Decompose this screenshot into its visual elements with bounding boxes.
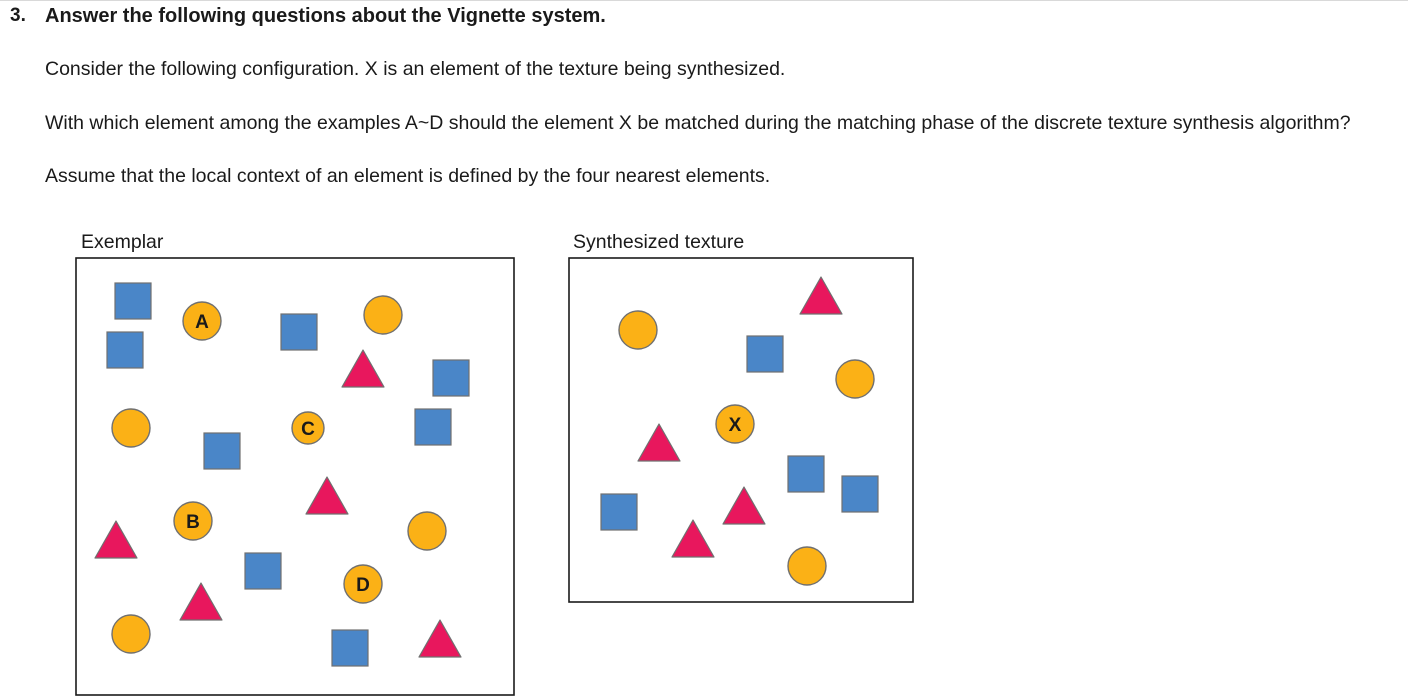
element-a-circle	[182, 301, 222, 341]
square-element	[106, 331, 144, 369]
square-element	[331, 629, 369, 667]
synthesized-panel: X	[568, 257, 914, 603]
square-element	[244, 552, 282, 590]
element-a-label: A	[195, 312, 209, 333]
triangle-element	[179, 582, 223, 621]
square-element	[114, 282, 152, 320]
square-element	[787, 455, 825, 493]
square-element	[600, 493, 638, 531]
exemplar-label: Exemplar	[81, 231, 164, 253]
exemplar-frame	[75, 257, 515, 696]
top-rule	[0, 0, 1408, 1]
circle-element	[111, 614, 151, 654]
square-element	[280, 313, 318, 351]
triangle-element	[722, 486, 766, 525]
triangle-element	[94, 520, 138, 559]
triangle-element	[637, 423, 681, 462]
square-element	[746, 335, 784, 373]
circle-element	[787, 546, 827, 586]
paragraph-matching-question: With which element among the examples A~…	[45, 112, 1351, 134]
triangle-element	[341, 349, 385, 388]
square-element	[841, 475, 879, 513]
square-element	[414, 408, 452, 446]
square-element	[432, 359, 470, 397]
circle-element	[835, 359, 875, 399]
element-c-circle	[291, 411, 325, 445]
triangle-element	[799, 276, 843, 315]
element-c-label: C	[301, 419, 315, 440]
synthesized-frame	[568, 257, 914, 603]
synthesized-texture-label: Synthesized texture	[573, 231, 745, 253]
question-title: Answer the following questions about the…	[45, 5, 606, 27]
paragraph-configuration: Consider the following configuration. X …	[45, 58, 786, 80]
square-element	[203, 432, 241, 470]
question-number: 3.	[10, 5, 26, 26]
circle-element	[363, 295, 403, 335]
paragraph-local-context: Assume that the local context of an elem…	[45, 165, 771, 187]
circle-element	[111, 408, 151, 448]
element-d-label: D	[356, 575, 370, 596]
element-d-circle	[343, 564, 383, 604]
element-x-label: X	[729, 415, 742, 436]
triangle-element	[418, 619, 462, 658]
triangle-element	[671, 519, 715, 558]
element-b-circle	[173, 501, 213, 541]
circle-element	[618, 310, 658, 350]
circle-element	[407, 511, 447, 551]
element-x-circle	[715, 404, 755, 444]
exemplar-panel: A C B D	[75, 257, 515, 696]
triangle-element	[305, 476, 349, 515]
element-b-label: B	[186, 512, 200, 533]
